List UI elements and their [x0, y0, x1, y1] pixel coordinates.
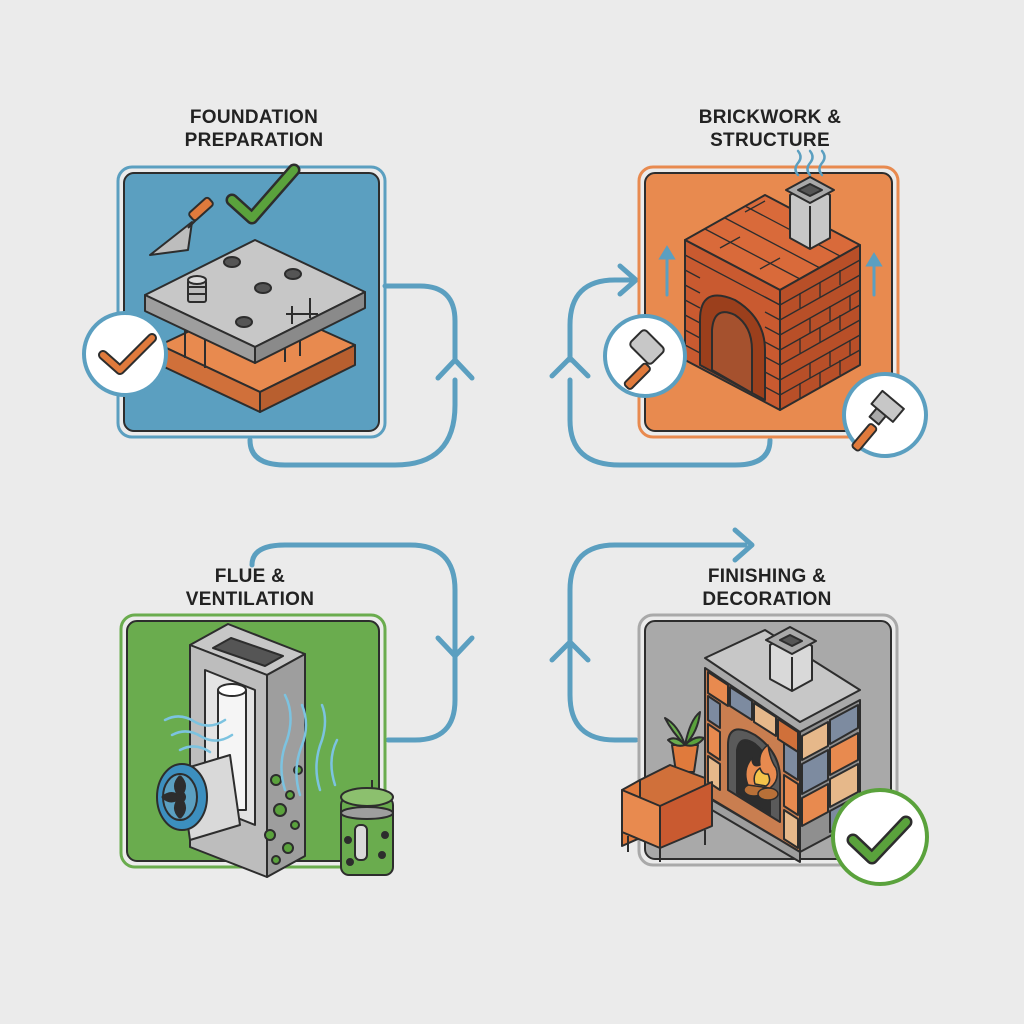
heat-wave-icon	[794, 149, 826, 177]
fire-icon	[743, 744, 779, 801]
step-title-finishing: FINISHING &DECORATION	[702, 566, 832, 610]
connector-arrow-2b-head	[549, 355, 591, 379]
step-panel-flue	[119, 613, 394, 878]
connector-arrow-4-head	[732, 527, 755, 563]
connector-arrow-2b	[567, 377, 773, 468]
connector-arrow-2a	[567, 277, 635, 363]
step-title-flue: FLUE &VENTILATION	[185, 566, 315, 610]
step-panel-finishing	[621, 613, 929, 886]
connector-arrow-4-mid	[549, 639, 591, 663]
step-panel-brickwork	[603, 149, 928, 458]
connector-arrow-1a-head	[435, 357, 475, 381]
hammer-badge-icon	[603, 314, 687, 398]
paintbrush-badge-icon	[842, 372, 928, 458]
flue-chimney-icon	[189, 623, 306, 878]
air-flow-icon	[163, 693, 339, 797]
check-badge-icon-final	[831, 788, 929, 886]
connector-arrow-1a	[382, 283, 458, 363]
fan-icon	[156, 754, 241, 841]
trowel-icon	[149, 196, 214, 256]
step-title-brickwork: BRICKWORK &STRUCTURE	[698, 107, 842, 151]
potted-plant-icon	[664, 711, 705, 773]
check-badge-icon	[82, 311, 168, 397]
filter-canister-icon	[340, 780, 394, 876]
step-panel-foundation	[82, 163, 387, 439]
connector-arrow-1b	[247, 377, 458, 468]
connector-arrow-2a-head	[617, 263, 639, 297]
concrete-slab-icon	[144, 239, 366, 364]
connector-arrow-3-head	[435, 635, 475, 659]
armchair-icon	[621, 764, 713, 862]
connector-arrow-3	[249, 542, 458, 743]
brick-firebox-icon	[684, 194, 861, 411]
